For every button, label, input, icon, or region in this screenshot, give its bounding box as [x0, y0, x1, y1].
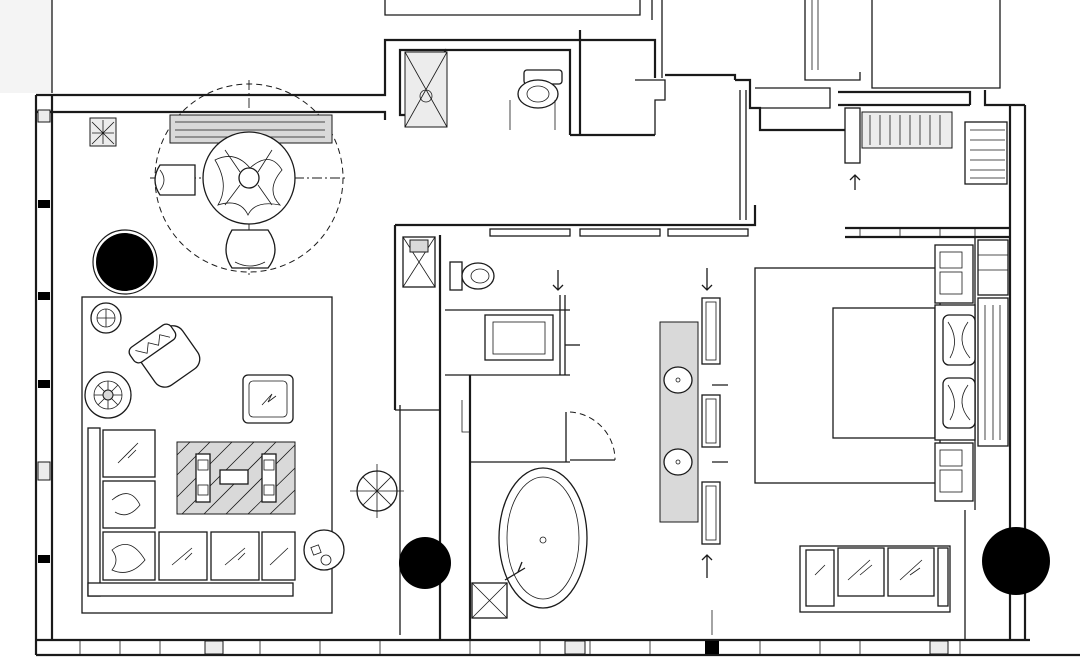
armchair-icon — [154, 164, 276, 269]
bath-vanity — [484, 270, 580, 375]
floor-lamp — [303, 464, 404, 571]
sofa-icon — [87, 427, 296, 597]
sofa-icon — [799, 545, 951, 613]
double-vanity — [659, 268, 728, 635]
coffee-table — [176, 441, 296, 515]
top-service-rooms — [404, 30, 972, 220]
window-mullions-left — [37, 109, 51, 563]
bath-door — [565, 411, 616, 462]
toilet-icon — [449, 261, 495, 291]
nightstand — [934, 244, 974, 502]
window-mullions-bottom — [79, 640, 961, 655]
plant-icon — [89, 117, 117, 147]
luggage-bench — [977, 239, 1009, 296]
side-table — [84, 302, 132, 419]
bed-icon — [754, 267, 1009, 484]
bathtub-icon — [498, 467, 588, 609]
exterior-walls — [34, 38, 1080, 657]
wardrobe — [844, 107, 1008, 190]
toilet-icon — [517, 69, 563, 109]
armchair-icon — [128, 323, 201, 388]
column-icon — [92, 229, 1050, 595]
adjacent-areas — [0, 0, 1001, 93]
shower-drain — [402, 236, 508, 619]
ottoman — [242, 374, 294, 424]
